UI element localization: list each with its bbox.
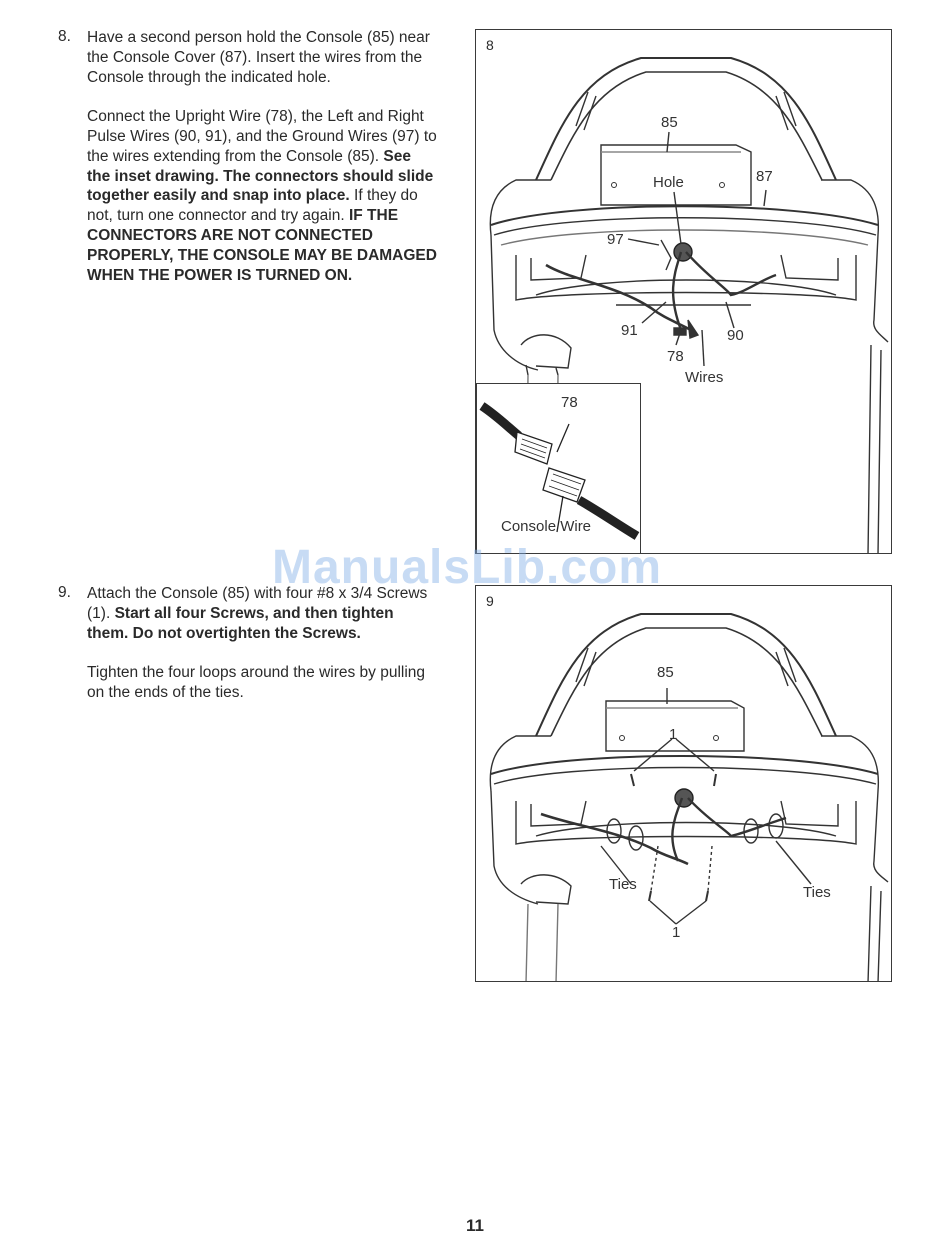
step-9-number: 9.	[58, 584, 71, 601]
label-left-pulse-wire-91: 91	[621, 322, 638, 339]
step-8-number: 8.	[58, 28, 71, 45]
fig9-label-ties-right: Ties	[803, 884, 831, 901]
label-right-pulse-wire-90: 90	[727, 327, 744, 344]
page-number: 11	[466, 1216, 484, 1235]
figure-8-number: 8	[486, 37, 494, 53]
inset-connector-drawing	[479, 402, 640, 540]
inset-label-upright-78: 78	[561, 394, 578, 411]
watermark: ManualsLib.com	[272, 541, 663, 594]
step-8-retry-text: If they do not, turn one connector and t…	[87, 187, 418, 225]
figure-8-drawing	[489, 57, 889, 553]
step-8-inset-note: See the inset drawing. The connectors sh…	[87, 147, 434, 205]
label-console-85: 85	[661, 114, 678, 131]
step-9-paragraph-2: Tighten the four loops around the wires …	[87, 664, 426, 701]
label-console-cover-87: 87	[756, 168, 773, 185]
step-9-text: Attach the Console (85) with four #8 x 3…	[87, 584, 437, 723]
step-8-text: Have a second person hold the Console (8…	[87, 28, 437, 305]
step-9-attach-text: Attach the Console (85) with four #8 x 3…	[87, 585, 428, 622]
step-8-paragraph-2: Connect the Upright Wire (78), the Left …	[87, 107, 437, 285]
label-wires: Wires	[685, 369, 724, 386]
figure-9-number: 9	[486, 593, 494, 609]
step-8-paragraph-1: Have a second person hold the Console (8…	[87, 29, 430, 86]
step-8-warning: IF THE CONNECTORS ARE NOT CONNECTED PROP…	[87, 207, 437, 284]
step-8-connect-text: Connect the Upright Wire (78), the Left …	[87, 108, 437, 165]
step-9-screws-note: Start all four Screws, and then tighten …	[87, 604, 394, 642]
inset-label-console-wire: Console Wire	[501, 518, 592, 535]
fig9-label-screws-top: 1	[669, 726, 678, 743]
step-9-paragraph-1: Attach the Console (85) with four #8 x 3…	[87, 584, 437, 643]
fig9-label-console-85: 85	[657, 664, 674, 681]
figure-9: 9 85 1 Ties Ties 1	[475, 585, 892, 982]
figure-8-inset: 78 Console Wire	[476, 383, 641, 553]
label-upright-wire-78: 78	[667, 348, 684, 365]
label-hole: Hole	[653, 174, 684, 191]
fig9-label-screws-bottom: 1	[672, 924, 681, 941]
fig9-label-ties-left: Ties	[609, 876, 637, 893]
figure-8: 8 85 Hole 87 97 91 90 78 Wires 78 Consol…	[475, 29, 892, 554]
label-ground-wires-97: 97	[607, 231, 624, 248]
figure-9-drawing	[489, 613, 889, 981]
